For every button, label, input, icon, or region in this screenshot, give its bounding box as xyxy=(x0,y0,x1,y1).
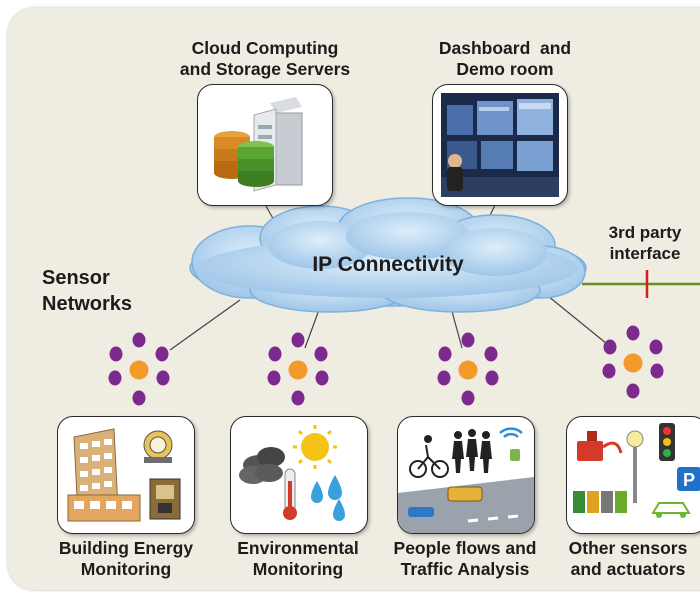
third-party-line2: interface xyxy=(609,244,681,263)
dashboard-caption-line2: Demo room xyxy=(456,59,554,79)
servers-caption-line2: and Storage Servers xyxy=(179,59,351,79)
traffic-line1: People flows and xyxy=(393,538,537,558)
dashboard-caption-line1: Dashboard and xyxy=(438,38,572,58)
sensor-node-4 xyxy=(602,325,664,399)
control-room-icon xyxy=(441,93,559,197)
servers-box xyxy=(197,84,333,206)
third-party-line1: 3rd party xyxy=(608,223,682,242)
server-stack-icon xyxy=(214,97,303,192)
building-energy-caption: Building Energy Monitoring xyxy=(42,538,210,580)
building-energy-line1: Building Energy xyxy=(58,538,194,558)
environmental-caption: Environmental Monitoring xyxy=(214,538,382,580)
cloud-label: IP Connectivity xyxy=(312,253,464,276)
weather-icon xyxy=(239,425,345,521)
actuators-icon: P xyxy=(573,423,700,518)
sensor-node-2 xyxy=(267,332,329,406)
svg-text:P: P xyxy=(683,470,695,490)
other-sensors-line2: and actuators xyxy=(570,559,686,579)
building-icon xyxy=(67,428,181,522)
sensor-networks-label: Sensor Networks xyxy=(42,265,132,317)
third-party-label: 3rd party interface xyxy=(590,222,700,264)
sensor-node-1 xyxy=(108,332,170,406)
building-energy-box xyxy=(57,416,195,534)
sensor-networks-line2: Networks xyxy=(42,293,133,315)
servers-caption: Cloud Computing and Storage Servers xyxy=(160,38,370,80)
environmental-line2: Monitoring xyxy=(252,559,344,579)
sensor-node-3 xyxy=(437,332,499,406)
other-sensors-caption: Other sensors and actuators xyxy=(556,538,700,580)
traffic-box xyxy=(397,416,535,534)
cloud-icon xyxy=(189,197,587,313)
other-sensors-line1: Other sensors xyxy=(568,538,688,558)
people-traffic-icon xyxy=(398,427,534,533)
building-energy-line2: Monitoring xyxy=(80,559,172,579)
sensor-networks-line1: Sensor xyxy=(42,267,110,289)
dashboard-caption: Dashboard and Demo room xyxy=(410,38,600,80)
dashboard-box xyxy=(432,84,568,206)
environmental-box xyxy=(230,416,368,534)
traffic-caption: People flows and Traffic Analysis xyxy=(380,538,550,580)
other-sensors-box: P xyxy=(566,416,700,534)
traffic-line2: Traffic Analysis xyxy=(400,559,530,579)
servers-caption-line1: Cloud Computing xyxy=(191,38,339,58)
environmental-line1: Environmental xyxy=(237,538,359,558)
